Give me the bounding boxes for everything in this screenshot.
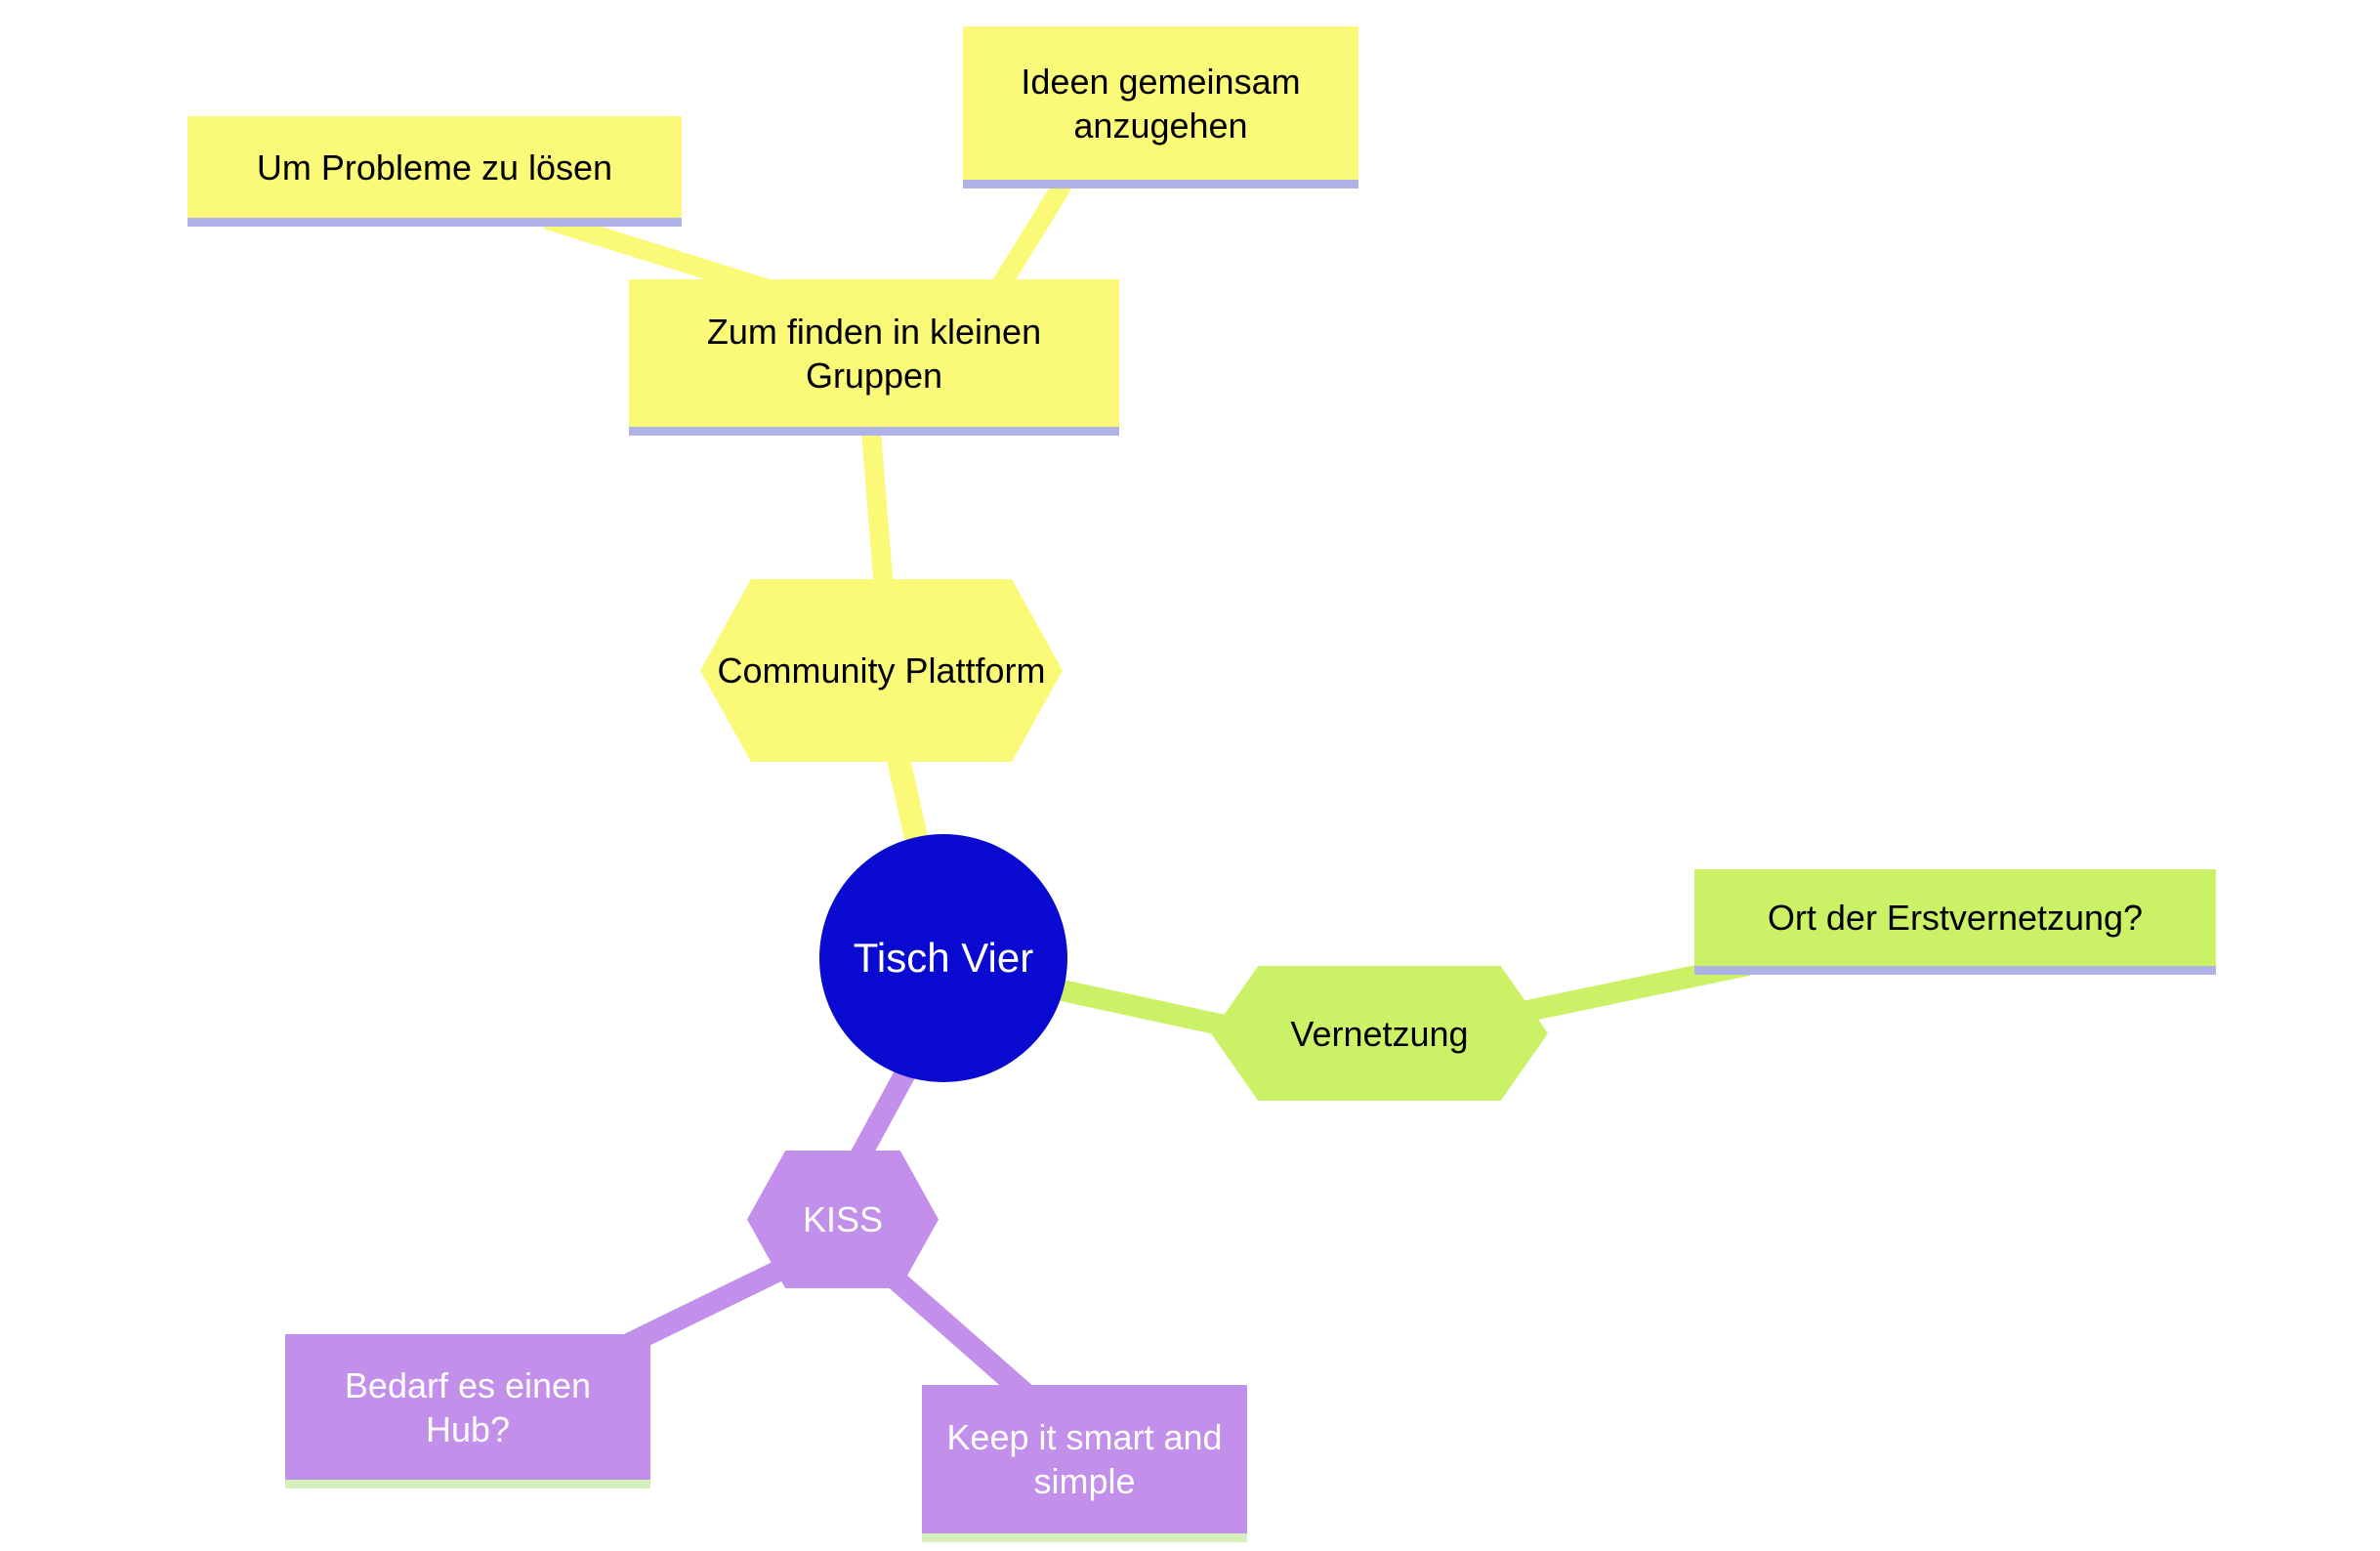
node-tisch-vier-root[interactable]: Tisch Vier — [819, 834, 1067, 1082]
node-ort-der-erstvernetzung[interactable]: Ort der Erstvernetzung? — [1694, 869, 2216, 975]
node-um-probleme-label: Um Probleme zu lösen — [256, 147, 613, 188]
node-zum-finden-label: Zum finden in kleinen Gruppen — [706, 311, 1042, 396]
node-vernetzung[interactable]: Vernetzung — [1211, 966, 1548, 1101]
edge-kiss-keep — [871, 1256, 1048, 1415]
node-um-probleme[interactable]: Um Probleme zu lösen — [188, 116, 682, 227]
node-kiss[interactable]: KISS — [747, 1151, 939, 1288]
node-kiss-label: KISS — [802, 1199, 884, 1239]
node-keep-it-smart[interactable]: Keep it smart and simple — [922, 1385, 1247, 1542]
node-keep-it-smart-label: Keep it smart and simple — [946, 1417, 1223, 1501]
node-bedarf-hub[interactable]: Bedarf es einen Hub? — [285, 1334, 650, 1488]
edge-zum-finden-community — [860, 419, 895, 602]
node-ideen-gemeinsam-label: Ideen gemeinsam anzugehen — [1021, 61, 1301, 146]
node-ideen-gemeinsam[interactable]: Ideen gemeinsam anzugehen — [963, 26, 1358, 189]
node-ort-der-erstvernetzung-label: Ort der Erstvernetzung? — [1767, 898, 2144, 938]
edge-ideen-zum-finden — [987, 168, 1078, 299]
node-zum-finden[interactable]: Zum finden in kleinen Gruppen — [629, 279, 1119, 436]
node-vernetzung-label: Vernetzung — [1290, 1013, 1469, 1054]
node-community-plattform[interactable]: Community Plattform — [700, 579, 1063, 762]
node-community-plattform-label: Community Plattform — [717, 650, 1046, 691]
node-tisch-vier-label: Tisch Vier — [853, 934, 1034, 981]
node-bedarf-hub-label: Bedarf es einen Hub? — [344, 1364, 592, 1449]
